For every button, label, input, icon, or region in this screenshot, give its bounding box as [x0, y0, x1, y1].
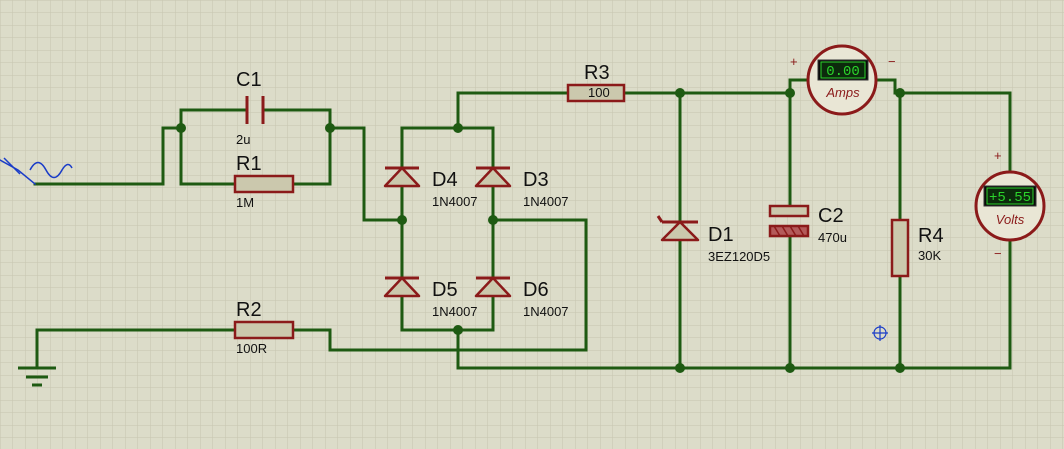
- c2-value: 470u: [818, 230, 847, 245]
- ammeter[interactable]: 0.00 Amps + −: [790, 44, 896, 116]
- d1-ref: D1: [708, 224, 734, 246]
- ammeter-unit-label: Amps: [825, 85, 860, 100]
- voltmeter[interactable]: +5.55 Volts + −: [974, 148, 1046, 261]
- capacitor-c1[interactable]: C1 2u: [236, 69, 265, 147]
- d6-ref: D6: [523, 279, 549, 301]
- voltmeter-plus: +: [994, 148, 1002, 163]
- ammeter-minus: −: [888, 54, 896, 69]
- ground-icon[interactable]: [18, 366, 56, 387]
- d5-value: 1N4007: [432, 304, 478, 319]
- capacitor-c2[interactable]: C2 470u: [768, 204, 847, 245]
- diode-d4[interactable]: D4 1N4007: [383, 166, 478, 209]
- r2-ref: R2: [236, 299, 262, 321]
- r4-ref: R4: [918, 225, 944, 247]
- d5-ref: D5: [432, 279, 458, 301]
- ammeter-plus: +: [790, 54, 798, 69]
- ammeter-reading: 0.00: [826, 64, 860, 80]
- crosshair-cursor-icon: [872, 325, 888, 341]
- resistor-r4[interactable]: R4 30K: [890, 218, 944, 278]
- resistor-r1[interactable]: R1 1M: [233, 153, 295, 210]
- c1-value: 2u: [236, 132, 250, 147]
- d6-value: 1N4007: [523, 304, 569, 319]
- resistor-r3[interactable]: R3 100: [566, 62, 626, 103]
- voltmeter-minus: −: [994, 246, 1002, 261]
- c1-ref: C1: [236, 69, 262, 91]
- r2-value: 100R: [236, 341, 267, 356]
- resistor-r2[interactable]: R2 100R: [233, 299, 295, 356]
- d4-ref: D4: [432, 169, 458, 191]
- d3-value: 1N4007: [523, 194, 569, 209]
- r3-ref: R3: [584, 62, 610, 84]
- r3-value: 100: [588, 85, 610, 100]
- junctions: [176, 88, 905, 373]
- c2-ref: C2: [818, 205, 844, 227]
- voltmeter-unit-label: Volts: [996, 212, 1025, 227]
- d3-ref: D3: [523, 169, 549, 191]
- r4-value: 30K: [918, 248, 941, 263]
- zener-diode-d1[interactable]: D1 3EZ120D5: [656, 215, 770, 264]
- voltmeter-reading: +5.55: [989, 190, 1031, 206]
- diode-d6[interactable]: D6 1N4007: [474, 276, 569, 319]
- r1-value: 1M: [236, 195, 254, 210]
- d4-value: 1N4007: [432, 194, 478, 209]
- d1-value: 3EZ120D5: [708, 249, 770, 264]
- r1-ref: R1: [236, 153, 262, 175]
- diode-d3[interactable]: D3 1N4007: [474, 166, 569, 209]
- diode-d5[interactable]: D5 1N4007: [383, 276, 478, 319]
- ac-source-icon[interactable]: [0, 157, 73, 186]
